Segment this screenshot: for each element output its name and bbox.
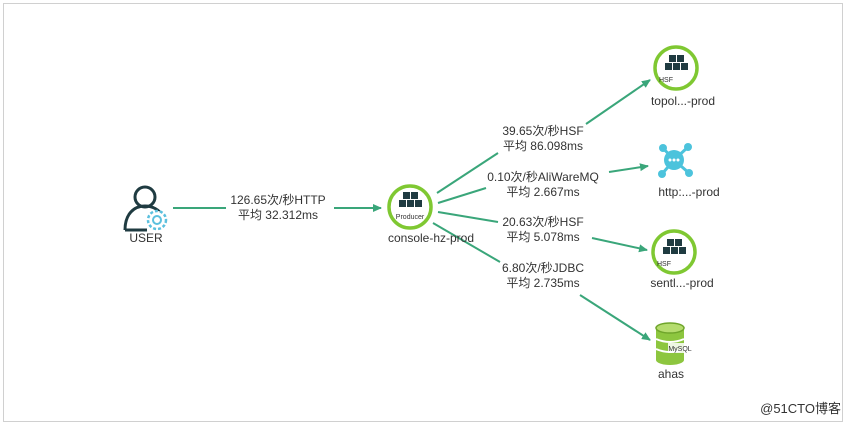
database-icon [655, 322, 692, 365]
canvas-border [3, 3, 843, 422]
user-gear-icon [123, 185, 168, 232]
node-label: topol...-prod [651, 94, 715, 108]
node-label: console-hz-prod [388, 231, 474, 245]
edge-rate-label: 6.80次/秒JDBC [502, 261, 584, 275]
share-hub-icon [658, 143, 693, 178]
node-ahas[interactable]: MySQL ahas [655, 322, 692, 381]
edge-avg-label: 平均 2.735ms [506, 276, 579, 290]
node-console[interactable]: Producer console-hz-prod [387, 184, 474, 245]
node-http[interactable]: http:...-prod [658, 143, 720, 199]
edge-avg-label: 平均 32.312ms [238, 208, 318, 222]
node-badge: HSF [657, 261, 671, 268]
node-sentl[interactable]: HSF sentl...-prod [650, 229, 714, 290]
node-label: http:...-prod [658, 185, 719, 199]
edge-rate-label: 20.63次/秒HSF [502, 215, 583, 229]
cube-cluster-icon [665, 55, 688, 70]
edge-rate-label: 39.65次/秒HSF [502, 124, 583, 138]
edge-console-topol[interactable]: 39.65次/秒HSF 平均 86.098ms [436, 79, 651, 194]
edge-console-http[interactable]: 0.10次/秒AliWareMQ 平均 2.667ms [437, 163, 649, 204]
edge-rate-label: 126.65次/秒HTTP [230, 193, 325, 207]
watermark: @51CTO博客 [760, 401, 841, 416]
edge-avg-label: 平均 86.098ms [503, 139, 583, 153]
node-topol[interactable]: HSF topol...-prod [651, 45, 715, 108]
cube-cluster-icon [399, 192, 422, 207]
node-label: ahas [658, 367, 684, 381]
edge-rate-label: 0.10次/秒AliWareMQ [487, 170, 599, 184]
edge-console-ahas[interactable]: 6.80次/秒JDBC 平均 2.735ms [432, 222, 651, 341]
edge-console-sentl[interactable]: 20.63次/秒HSF 平均 5.078ms [437, 211, 648, 253]
cube-cluster-icon [663, 239, 686, 254]
edge-user-console[interactable]: 126.65次/秒HTTP 平均 32.312ms [173, 193, 382, 222]
edge-avg-label: 平均 5.078ms [506, 230, 579, 244]
node-label: USER [129, 231, 163, 245]
node-badge: Producer [396, 214, 425, 221]
node-badge: MySQL [668, 346, 691, 353]
node-label: sentl...-prod [650, 276, 713, 290]
edge-avg-label: 平均 2.667ms [506, 185, 579, 199]
node-user[interactable]: USER [123, 185, 168, 245]
node-badge: HSF [659, 77, 673, 84]
